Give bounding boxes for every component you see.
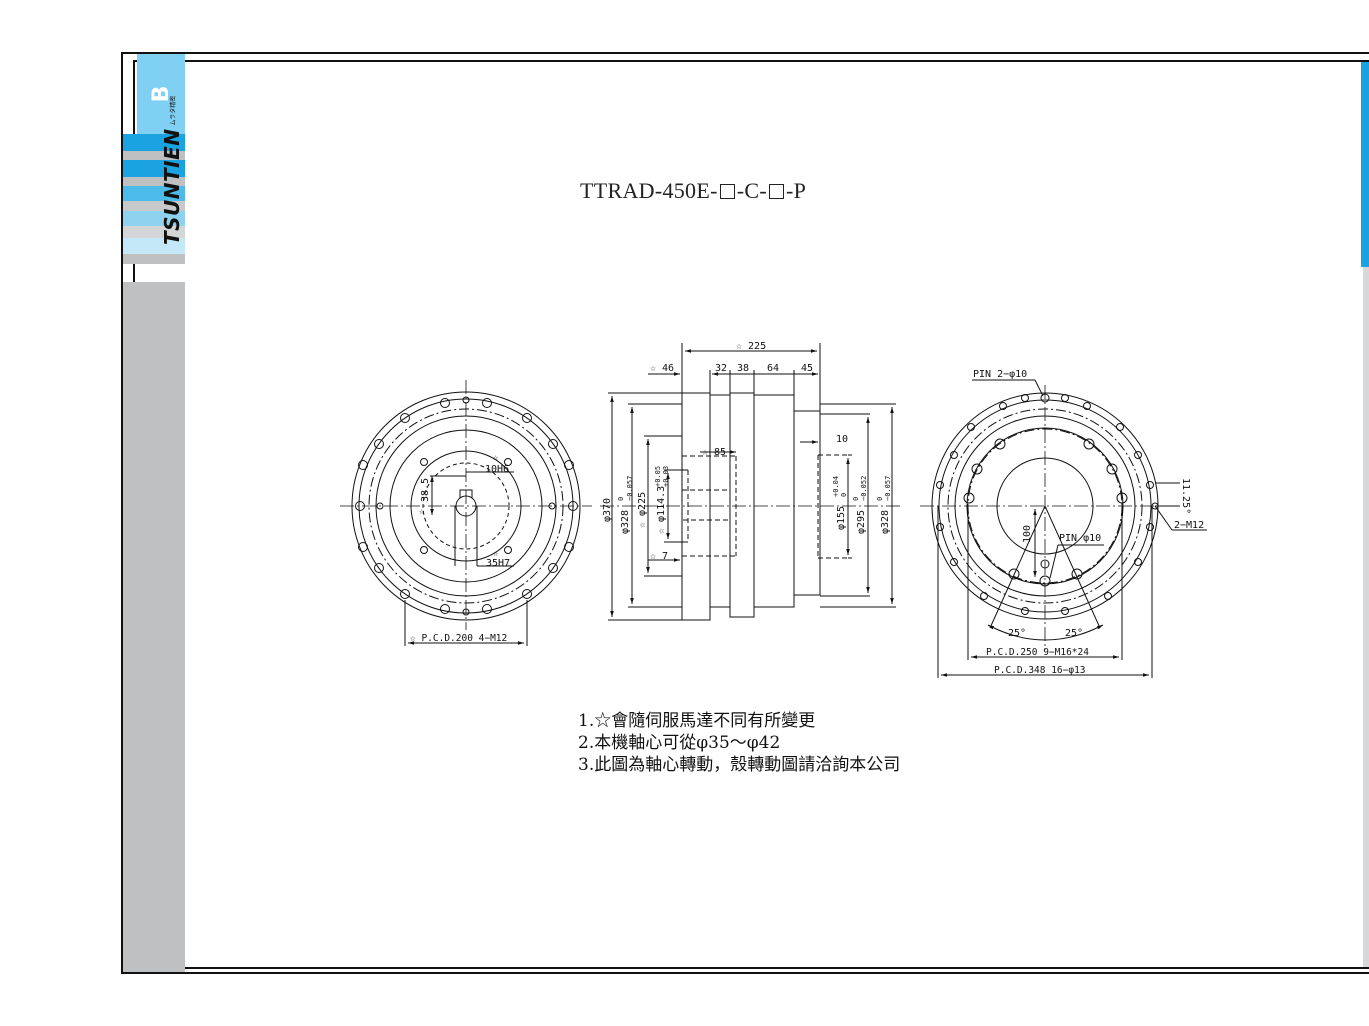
title-prefix: TTRAD-450E- xyxy=(580,178,718,203)
right-view-labels: PIN 2−φ10 PIN φ10 100 11.25° 2−M12 25° 2… xyxy=(973,369,1204,676)
dim-pcd-348: P.C.D.348 16−φ13 xyxy=(994,665,1086,676)
sidebar-gray-panel xyxy=(123,282,185,972)
notes-block: 1.☆會隨伺服馬達不同有所變更 2.本機軸心可從φ35～φ42 3.此圖為軸心轉… xyxy=(578,710,900,776)
label-2-m12: 2−M12 xyxy=(1174,520,1204,531)
label-pin-top: PIN 2−φ10 xyxy=(973,369,1027,380)
dim-225: ☆ 225 xyxy=(736,341,766,352)
dim-dia-295: φ295 xyxy=(856,510,867,534)
note-line: 3.此圖為軸心轉動，殼轉動圖請洽詢本公司 xyxy=(578,755,901,775)
svg-text:☆: ☆ xyxy=(493,453,499,463)
tol-328-left-top: 0 xyxy=(617,497,625,501)
dim-100: 100 xyxy=(1022,525,1033,543)
tol-295-top: 0 xyxy=(852,497,860,501)
title-suffix: -P xyxy=(785,178,807,203)
tol-328-left-bot: −0.057 xyxy=(626,476,634,501)
right-edge-bar xyxy=(1361,62,1369,267)
dim-dia-225: ☆ φ225 xyxy=(637,492,648,528)
dim-10: 10 xyxy=(836,434,848,445)
sidebar-stripe xyxy=(123,238,185,254)
sidebar-stripe xyxy=(123,151,185,160)
front-view-left xyxy=(340,380,592,646)
tol-155-top: +0.04 xyxy=(832,476,840,497)
tol-155-bot: 0 xyxy=(840,493,848,497)
sidebar-stripe xyxy=(123,134,185,151)
dim-dia-114: ☆ φ114.3 xyxy=(656,486,667,534)
dim-dia-328-right: φ328 xyxy=(880,510,891,534)
note-line: 2.本機軸心可從φ35～φ42 xyxy=(578,733,781,753)
dim-11-25: 11.25° xyxy=(1180,478,1191,514)
left-view-labels: 10H6 38.5 35H7 ☆ P.C.D.200 4−M12 ☆ ☆ ☆ xyxy=(410,453,510,644)
tol-328-right-top: 0 xyxy=(876,497,884,501)
side-view xyxy=(600,343,900,621)
angle-left: 25° xyxy=(1008,628,1026,639)
sidebar-stripe xyxy=(123,160,185,177)
sidebar-stripe xyxy=(123,177,185,186)
dim-85: ☆ 85 xyxy=(702,447,726,458)
section-tab: B xyxy=(137,54,185,134)
tol-114-top: +0.05 xyxy=(654,466,662,487)
dim-32: 32 xyxy=(715,363,727,374)
sidebar-stripe xyxy=(123,226,185,238)
tol-114-bot: +0.03 xyxy=(662,466,670,487)
dim-pcd-250: P.C.D.250 9−M16*24 xyxy=(986,647,1089,658)
label-pin-center: PIN φ10 xyxy=(1059,533,1101,544)
sidebar-stripe xyxy=(123,186,185,201)
rear-view-right xyxy=(920,379,1207,678)
dim-38: 38 xyxy=(737,363,749,374)
dim-46: ☆ 46 xyxy=(650,363,674,374)
sidebar-stripe xyxy=(123,254,185,264)
right-view-holes xyxy=(936,393,1159,615)
dim-dia-155: φ155 xyxy=(836,506,847,530)
side-view-labels: ☆ 225 ☆ 46 32 38 64 45 ☆ 85 10 ☆ 7 φ370 … xyxy=(602,341,892,562)
note-line: 1.☆會隨伺服馬達不同有所變更 xyxy=(578,711,816,731)
left-view-bolt-holes xyxy=(355,396,578,616)
dim-10h6: 10H6 xyxy=(485,464,509,475)
dim-pcd-200: ☆ P.C.D.200 4−M12 xyxy=(410,633,507,644)
dim-7: ☆ 7 xyxy=(650,551,668,562)
sidebar-stripe xyxy=(123,201,185,211)
dim-dia-370: φ370 xyxy=(602,498,613,522)
sidebar-stripe xyxy=(123,211,185,226)
title-mid: -C- xyxy=(736,178,767,203)
title-blank-box xyxy=(719,184,735,199)
tol-295-bot: −0.052 xyxy=(860,476,868,501)
title-blank-box xyxy=(768,184,784,199)
tol-328-right-bot: −0.057 xyxy=(884,476,892,501)
drawing-frame-outer xyxy=(121,52,1369,974)
angle-right: 25° xyxy=(1065,628,1083,639)
right-edge-bar-gray xyxy=(1363,267,1369,967)
dim-35h7: 35H7 xyxy=(486,558,510,569)
dim-64: 64 xyxy=(767,363,779,374)
model-title: TTRAD-450E- -C- -P xyxy=(580,178,806,204)
dim-38-5: 38.5 xyxy=(420,478,431,502)
svg-text:☆: ☆ xyxy=(493,549,499,559)
svg-text:☆: ☆ xyxy=(419,507,425,517)
dim-dia-328-left: φ328 xyxy=(620,510,631,534)
dim-45: 45 xyxy=(801,363,813,374)
